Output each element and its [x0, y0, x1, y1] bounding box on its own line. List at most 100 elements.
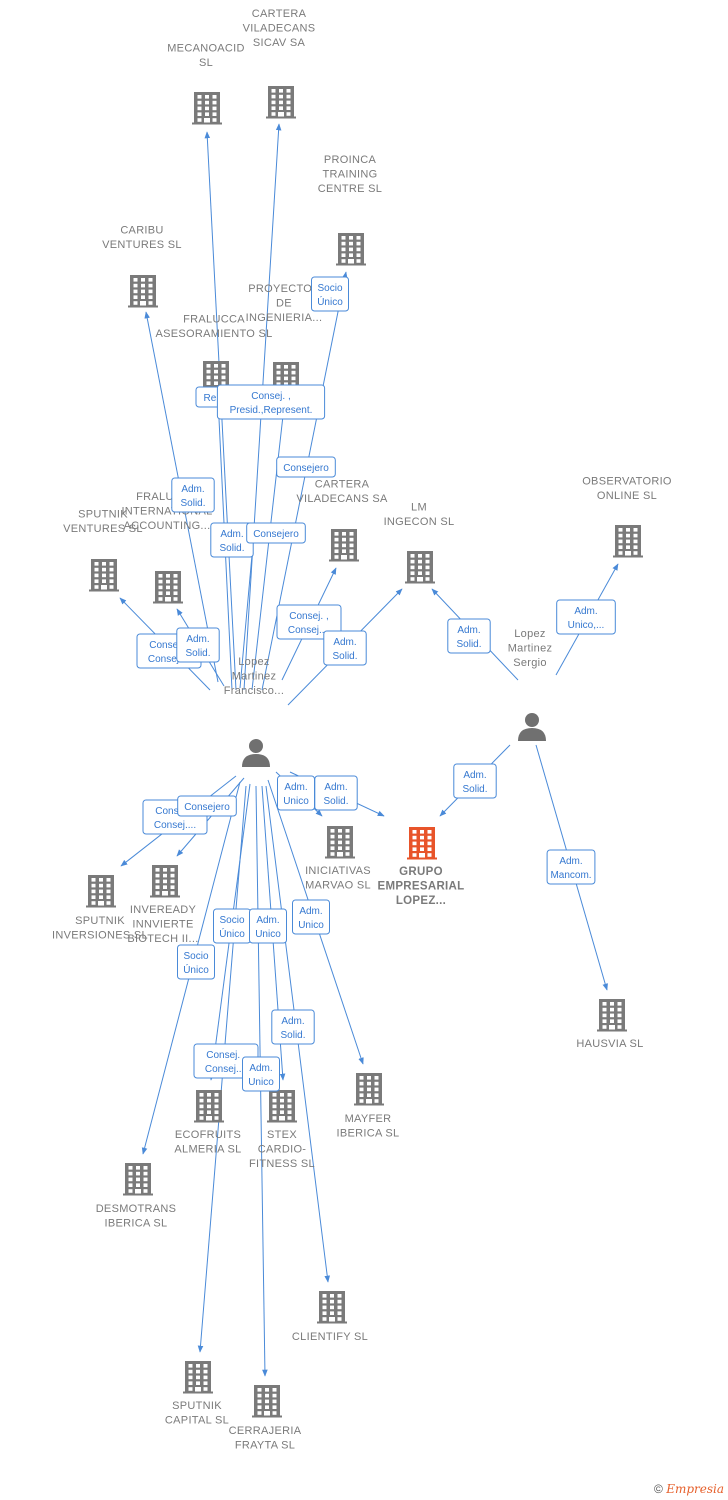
edge-francisco-fralucca_intl	[239, 532, 257, 689]
copyright-icon: ©	[654, 1482, 663, 1496]
building-icon	[252, 1385, 282, 1418]
building-icon	[183, 1361, 213, 1394]
edge-label-text: Socio	[317, 283, 342, 294]
node-label: INNVIERTE	[132, 919, 193, 931]
node-label: SPUTNIK	[75, 915, 125, 927]
edge-label[interactable]: Consejero	[246, 522, 306, 544]
edge-label-text: Consej. ,	[206, 1050, 245, 1061]
edge-label-box	[249, 908, 287, 944]
building-icon	[266, 86, 296, 119]
edge-label-box	[246, 522, 306, 544]
building-icon	[153, 571, 183, 604]
node-label: CARDIO-	[258, 1144, 307, 1156]
edge-label[interactable]: Adm.Mancom.	[546, 849, 596, 885]
edge-label-box	[546, 849, 596, 885]
building-icon	[325, 826, 355, 859]
node-label: DE	[276, 298, 292, 310]
node-label: ECOFRUITS	[175, 1129, 241, 1141]
edge-label[interactable]: Adm.Solid.	[453, 763, 497, 799]
node-label: MAYFER	[345, 1113, 392, 1125]
edge-label-box	[177, 795, 237, 817]
edge-label-text: Socio	[183, 951, 208, 962]
edge-label-box	[276, 604, 342, 640]
edge-label-text: Unico	[248, 1077, 274, 1088]
edge-label-text: Consej. ,	[289, 611, 328, 622]
edge-label-text: Solid.	[180, 498, 205, 509]
node-clientify[interactable]: CLIENTIFY SL	[292, 1291, 368, 1343]
edge-label[interactable]: Adm.Solid.	[323, 630, 367, 666]
edge-label-text: Consej....	[154, 820, 196, 831]
node-label: TRAINING	[323, 169, 378, 181]
node-label: Lopez	[238, 656, 269, 668]
node-francisco[interactable]: LopezMartinezFrancisco...	[224, 656, 284, 767]
node-label: SPUTNIK	[78, 509, 128, 521]
edge-labels-layer: Represent.Consej. ,Presid.,Represent.Soc…	[136, 276, 616, 1092]
node-label: IBERICA SL	[337, 1128, 400, 1140]
edge-label[interactable]: Adm. Solid.	[171, 477, 215, 513]
node-label: EMPRESARIAL	[377, 881, 464, 893]
edge-label[interactable]: Adm.Solid.	[314, 775, 358, 811]
node-label: VENTURES SL	[63, 523, 143, 535]
node-label: Martinez	[232, 671, 277, 683]
edge-label[interactable]: Consej. ,Presid.,Represent.	[216, 384, 326, 420]
building-icon	[128, 275, 158, 308]
edge-label[interactable]: Adm.Unico	[292, 899, 330, 935]
edge-label[interactable]: Adm.Solid.	[447, 618, 491, 654]
edge-label-text: Adm.	[181, 484, 204, 495]
edge-label-text: Consej....	[148, 654, 190, 665]
edge-label-text: Unico	[255, 929, 281, 940]
node-label: INGECON SL	[384, 516, 455, 528]
node-mayfer[interactable]: MAYFER IBERICA SL	[337, 1073, 400, 1140]
edge-label[interactable]: Consejero	[177, 795, 237, 817]
node-label: FITNESS SL	[249, 1158, 315, 1170]
building-icon	[194, 1090, 224, 1123]
building-icon	[329, 529, 359, 562]
edge-label[interactable]: Adm. Unico	[249, 908, 287, 944]
node-label: VENTURES SL	[102, 239, 182, 251]
edge-label[interactable]: Adm.Solid.	[271, 1009, 315, 1045]
node-label: ALMERIA SL	[174, 1144, 241, 1156]
edge-label-text: Solid.	[280, 1030, 305, 1041]
edge-label[interactable]: Consejero	[276, 456, 336, 478]
edge-label[interactable]: Adm.Unico	[277, 775, 315, 811]
node-sputnik_ventures[interactable]: SPUTNIK VENTURES SL	[63, 509, 143, 592]
edge-label-text: Adm.	[256, 915, 279, 926]
node-label: SL	[199, 57, 213, 69]
edge-label-text: Consej. ,	[251, 391, 290, 402]
edge-label-text: Solid.	[462, 784, 487, 795]
brand-logo[interactable]: Empresia	[666, 1482, 724, 1496]
building-icon	[86, 875, 116, 908]
node-hausvia[interactable]: HAUSVIA SL	[576, 999, 643, 1050]
edge-label[interactable]: Consej. ,Consej....	[276, 604, 342, 640]
edge-label-text: Solid.	[332, 651, 357, 662]
edge-label[interactable]: Adm.Unico,...	[556, 599, 616, 635]
node-label: VILADECANS	[243, 23, 316, 35]
building-icon	[317, 1291, 347, 1324]
edge-label[interactable]: Adm.Unico	[242, 1056, 280, 1092]
edge-label[interactable]: Adm.Solid.	[176, 627, 220, 663]
building-icon	[354, 1073, 384, 1106]
edge-label-box	[277, 775, 315, 811]
edge-label-text: Mancom.	[550, 870, 591, 881]
node-grupo[interactable]: GRUPOEMPRESARIALLOPEZ...	[377, 827, 464, 907]
node-ecofruits[interactable]: ECOFRUITS ALMERIA SL	[174, 1090, 241, 1156]
